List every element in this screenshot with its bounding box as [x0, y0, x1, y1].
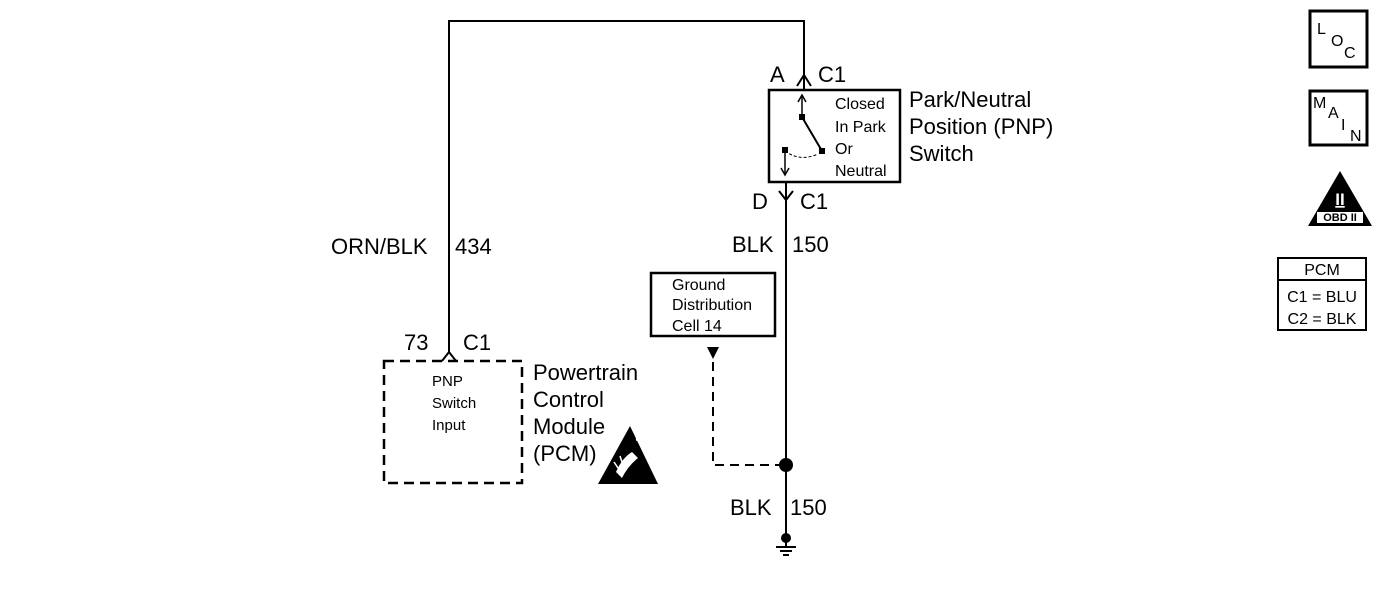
pcm-connector-table: PCM C1 = BLU C2 = BLK — [1277, 257, 1367, 331]
svg-text:N: N — [1350, 128, 1362, 145]
pcm-input-line1: PNP — [432, 373, 463, 390]
ground-distribution-box — [649, 271, 777, 338]
wire-lower-circuit: 150 — [790, 495, 827, 520]
pcm-table-row1: C1 = BLU — [1287, 289, 1357, 306]
ground-ref-line2: Distribution — [672, 297, 752, 314]
pcm-name-line2: Control — [533, 387, 604, 412]
wire-orn-circuit: 434 — [455, 234, 492, 259]
svg-text:A: A — [1328, 105, 1339, 122]
pcm-input-line2: Switch — [432, 395, 476, 412]
ground-ref-dashed-line — [712, 362, 786, 466]
pnp-bottom-pin: D — [752, 189, 768, 214]
esd-warning-icon — [598, 426, 658, 484]
main-icon: M A I N — [1308, 89, 1369, 147]
wire-upper-circuit: 150 — [792, 232, 829, 257]
pnp-bottom-connector: C1 — [800, 189, 828, 214]
pcm-name-line3: Module — [533, 414, 605, 439]
pnp-switch-box — [767, 88, 902, 184]
pnp-top-pin: A — [770, 62, 785, 87]
wire-orn-color: ORN/BLK — [331, 234, 428, 259]
pnp-top-connector: C1 — [818, 62, 846, 87]
obd-ii-icon: II OBD II — [1308, 171, 1372, 226]
ground-ref-line1: Ground — [672, 277, 725, 294]
wire-lower-color: BLK — [730, 495, 772, 520]
pnp-name-line1: Park/Neutral — [909, 87, 1031, 112]
loc-icon: L O C — [1308, 9, 1369, 69]
pcm-table-title: PCM — [1304, 262, 1340, 279]
ground-ref-line3: Cell 14 — [672, 318, 722, 335]
wire-orn-blk-434 — [448, 20, 805, 352]
pnp-name-line3: Switch — [909, 141, 974, 166]
pcm-table-row2: C2 = BLK — [1288, 311, 1357, 328]
svg-text:M: M — [1313, 95, 1326, 112]
svg-text:O: O — [1331, 33, 1343, 50]
connector-73-c1 — [441, 350, 457, 362]
splice-point — [779, 458, 793, 472]
pnp-name-line2: Position (PNP) — [909, 114, 1053, 139]
switch-symbol — [780, 93, 825, 177]
pnp-state-line2: In Park — [835, 119, 887, 136]
pnp-state-line3: Or — [835, 141, 853, 158]
pcm-connector: C1 — [463, 330, 491, 355]
pcm-name-line1: Powertrain — [533, 360, 638, 385]
wire-upper-color: BLK — [732, 232, 774, 257]
pnp-state-line1: Closed — [835, 96, 885, 113]
ground-symbol — [776, 533, 796, 556]
svg-text:L: L — [1317, 21, 1326, 38]
pcm-name-line4: (PCM) — [533, 441, 597, 466]
pcm-box — [382, 359, 524, 485]
svg-text:II: II — [1335, 190, 1344, 209]
svg-text:C: C — [1344, 45, 1356, 62]
pnp-state-line4: Neutral — [835, 163, 887, 180]
svg-text:OBD II: OBD II — [1323, 212, 1357, 224]
ground-ref-arrow — [707, 347, 719, 359]
pcm-pin: 73 — [404, 330, 428, 355]
pcm-input-line3: Input — [432, 417, 466, 434]
svg-text:I: I — [1341, 117, 1345, 134]
